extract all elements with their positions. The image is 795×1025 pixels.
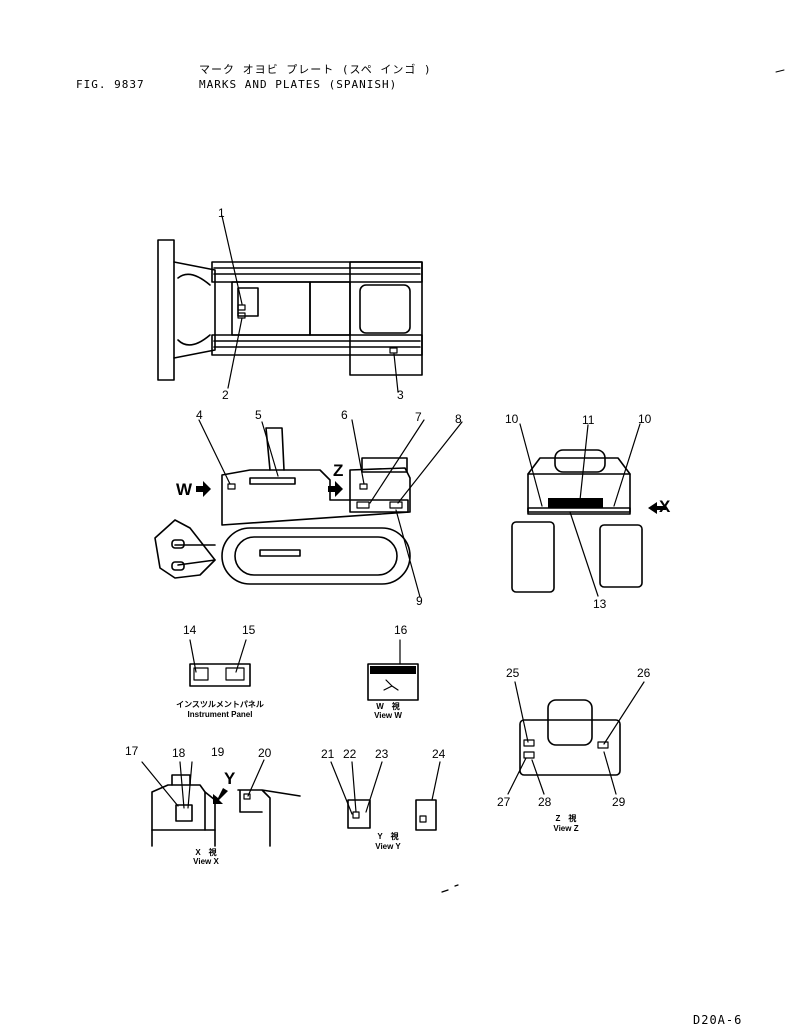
callout-28: 28 [538, 795, 552, 809]
view-x-caption-jp: X 視 [195, 848, 217, 857]
instrument-panel-drawing [189, 639, 251, 687]
callout-6: 6 [341, 408, 348, 422]
callout-2: 2 [222, 388, 229, 402]
callout-11: 11 [582, 413, 595, 427]
view-y-caption-en: View Y [375, 842, 401, 851]
callout-7: 7 [415, 410, 422, 424]
callout-17: 17 [125, 744, 139, 758]
view-x-drawing [141, 759, 301, 847]
view-z-caption-en: View Z [553, 824, 579, 833]
callout-24: 24 [432, 747, 446, 761]
callout-23: 23 [375, 747, 389, 761]
title-japanese: マーク オヨビ プレート (スペ インゴ ) [199, 63, 432, 76]
view-w-caption-en: View W [374, 711, 402, 720]
instrument-panel-caption-en: Instrument Panel [187, 710, 253, 719]
callout-22: 22 [343, 747, 357, 761]
side-view-drawing [154, 419, 463, 598]
view-w-caption-jp: W 視 [376, 702, 400, 711]
callout-3: 3 [397, 388, 404, 402]
callout-8: 8 [455, 412, 462, 426]
callout-1: 1 [218, 206, 225, 220]
figure-number: FIG. 9837 [76, 78, 145, 91]
callout-10-right: 10 [638, 412, 652, 426]
view-y-caption-jp: Y 視 [377, 832, 399, 841]
callout-10-left: 10 [505, 412, 519, 426]
direction-x-label: X [659, 497, 671, 516]
rear-view-drawing [511, 423, 666, 597]
title-english: MARKS AND PLATES (SPANISH) [199, 78, 398, 91]
callout-20: 20 [258, 746, 272, 760]
top-view-drawing [157, 215, 423, 393]
callout-16: 16 [394, 623, 408, 637]
callout-18: 18 [172, 746, 186, 760]
callout-5: 5 [255, 408, 262, 422]
view-z-caption-jp: Z 視 [555, 814, 577, 823]
instrument-panel-caption-jp: インスツルメントパネル [176, 700, 264, 709]
callout-14: 14 [183, 623, 197, 637]
view-y-drawing [330, 761, 441, 831]
callout-29: 29 [612, 795, 626, 809]
callout-25: 25 [506, 666, 520, 680]
callout-4: 4 [196, 408, 203, 422]
direction-w-label: W [176, 480, 193, 499]
callout-26: 26 [637, 666, 651, 680]
view-z-drawing [507, 681, 645, 795]
direction-z-label: Z [333, 461, 344, 480]
callout-27: 27 [497, 795, 511, 809]
drawing-code: D20A-6 [693, 1013, 743, 1025]
view-w-drawing [367, 639, 419, 701]
callout-19: 19 [211, 745, 225, 759]
direction-y-label: Y [224, 769, 236, 788]
callout-15: 15 [242, 623, 256, 637]
view-x-caption-en: View X [193, 857, 219, 866]
callout-13: 13 [593, 597, 607, 611]
callout-9: 9 [416, 594, 423, 608]
callout-21: 21 [321, 747, 335, 761]
